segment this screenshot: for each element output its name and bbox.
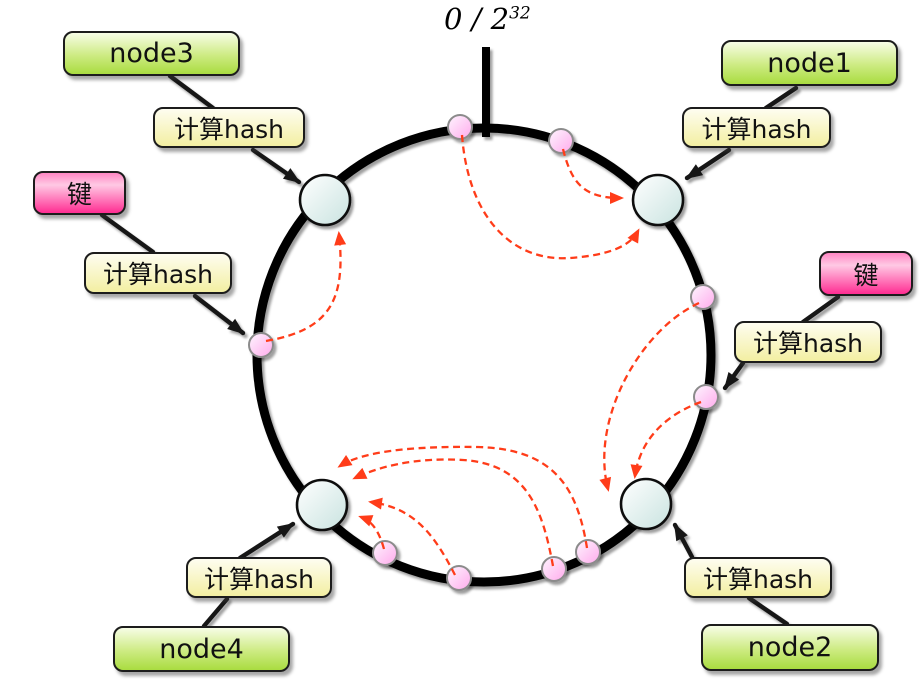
key-dot-left	[248, 332, 274, 358]
assign-arc-top1-to-node1	[460, 134, 640, 260]
connector-node3-to-hash	[167, 73, 216, 111]
connector-key-right-to-hash	[800, 294, 841, 325]
hash-box-node2: 计算hash	[684, 557, 832, 598]
hash-box-key-right: 计算hash	[734, 321, 882, 363]
ring-origin-label: 0 / 232	[444, 2, 564, 36]
key-dot-top-2	[548, 128, 574, 154]
key-dot-right-2	[693, 384, 719, 410]
assign-arc-bottom1-to-node4	[358, 515, 386, 550]
assign-arc-right1-to-node2	[599, 301, 700, 492]
node2-ring-circle	[619, 477, 673, 531]
hash-box-node4: 计算hash	[186, 557, 332, 598]
key-dot-bottom-1	[372, 540, 398, 566]
key-box-left: 键	[33, 171, 126, 215]
assign-arc-left-to-node3	[265, 231, 347, 343]
arrow-hash-to-node4-position	[237, 521, 296, 561]
node4-ring-circle	[295, 478, 349, 532]
key-dot-top-1	[447, 114, 473, 140]
hash-box-key-left: 计算hash	[84, 252, 232, 294]
connector-node1-to-hash	[763, 85, 799, 111]
arrow-hash-to-key-left-position	[192, 293, 246, 336]
key-dot-bottom-3	[541, 556, 567, 582]
connector-node2-to-hash	[746, 595, 790, 627]
connector-key-left-to-hash	[99, 212, 156, 255]
connector-node4-to-hash	[201, 596, 230, 629]
arrow-hash-to-node3-position	[250, 147, 302, 185]
node1-box: node1	[721, 40, 898, 86]
node4-box: node4	[113, 626, 290, 672]
hash-box-node1: 计算hash	[682, 107, 831, 148]
ring-origin-base: 0 / 2	[444, 2, 510, 36]
assign-arc-bottom4-to-node4	[337, 445, 589, 549]
node2-box: node2	[701, 624, 879, 671]
node3-ring-circle	[298, 173, 352, 227]
arrow-hash-to-key-right-position	[722, 360, 746, 391]
assign-arc-right2-to-node2	[630, 400, 702, 479]
key-dot-bottom-2	[446, 565, 472, 591]
ring-origin-exponent: 32	[509, 3, 531, 24]
arrow-hash-to-node2-position	[672, 522, 695, 560]
assign-arc-top2-to-node1	[561, 148, 624, 204]
assign-arc-bottom3-to-node4	[352, 458, 555, 567]
arrow-hash-to-node1-position	[684, 147, 732, 181]
key-box-right: 键	[819, 251, 913, 296]
node3-box: node3	[63, 31, 240, 76]
node1-ring-circle	[631, 173, 685, 227]
hash-box-node3: 计算hash	[153, 107, 305, 148]
assign-arc-bottom2-to-node4	[368, 497, 457, 576]
key-dot-bottom-4	[575, 539, 601, 565]
